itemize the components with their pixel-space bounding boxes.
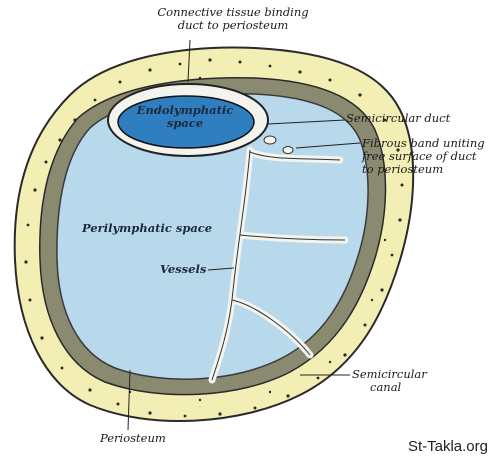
label-vessels: Vessels — [160, 263, 206, 276]
label-endolymphatic-line1: Endolymphatic — [136, 103, 234, 117]
bone-cells — [24, 58, 404, 418]
watermark: St-Takla.org — [408, 438, 488, 455]
label-fibrous-band: Fibrous band uniting free surface of duc… — [362, 137, 485, 176]
label-canal-line1: Semicircular — [352, 367, 427, 381]
label-endolymphatic-space: Endolymphatic space — [125, 104, 245, 130]
label-endolymphatic-line2: space — [166, 116, 204, 130]
leader-lines — [127, 39, 361, 431]
label-semicircular-canal: Semicircular canal — [352, 368, 427, 394]
label-vessels-text: Vessels — [160, 262, 207, 276]
label-perilymphatic-text: Perilymphatic space — [82, 221, 213, 235]
label-semicircular-duct: Semicircular duct — [346, 112, 450, 125]
watermark-text: St-Takla.org — [407, 438, 488, 455]
label-fibrous-line2: free surface of duct — [362, 149, 477, 163]
label-periosteum-text: Periosteum — [100, 431, 166, 445]
perilymphatic-space — [56, 92, 369, 380]
label-connective-line2: duct to periosteum — [177, 18, 289, 32]
endolymphatic-space — [117, 95, 255, 149]
fibrous-band-outlines — [211, 149, 346, 381]
label-fibrous-line1: Fibrous band uniting — [362, 136, 485, 150]
label-fibrous-line3: to periosteum — [362, 162, 444, 176]
vessel-dots — [263, 135, 294, 154]
label-semicircular-duct-text: Semicircular duct — [346, 111, 451, 125]
label-connective-line1: Connective tissue binding — [157, 5, 309, 19]
label-canal-line2: canal — [370, 380, 402, 394]
label-perilymphatic-space: Perilymphatic space — [82, 222, 212, 235]
label-connective-tissue: Connective tissue binding duct to perios… — [138, 6, 328, 32]
label-periosteum: Periosteum — [100, 432, 166, 445]
